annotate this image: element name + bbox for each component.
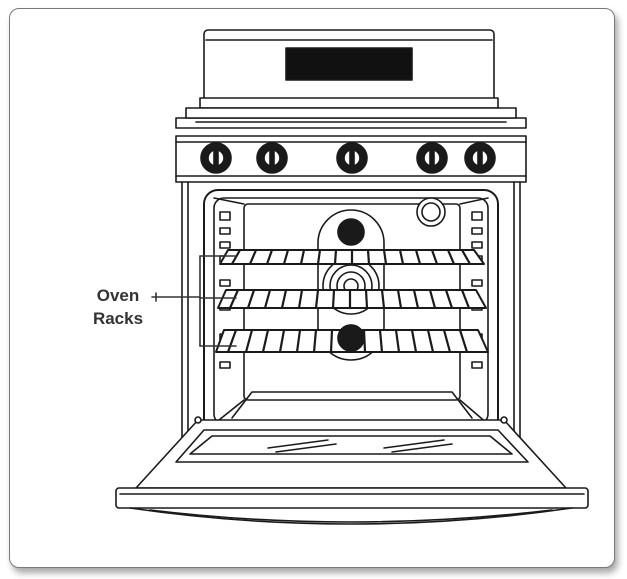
control-knob-icon[interactable] xyxy=(417,143,447,173)
oven-rack-icon xyxy=(218,290,486,308)
control-knob-icon[interactable] xyxy=(337,143,367,173)
control-knob-icon[interactable] xyxy=(201,143,231,173)
oven-door[interactable] xyxy=(116,417,588,524)
callout-line-1: Oven xyxy=(78,284,158,307)
control-knob-icon[interactable] xyxy=(465,143,495,173)
control-panel xyxy=(176,136,526,182)
control-knob-icon[interactable] xyxy=(257,143,287,173)
oven-cavity xyxy=(204,190,498,432)
oven-rack-icon xyxy=(220,250,484,264)
oven-rack-icon xyxy=(216,325,488,352)
oven-racks-label: Oven Racks xyxy=(78,284,158,330)
callout-line-2: Racks xyxy=(78,307,158,330)
backguard xyxy=(200,30,498,108)
cooktop xyxy=(176,108,526,128)
oven-light-icon xyxy=(417,198,445,226)
display-panel xyxy=(286,48,412,80)
